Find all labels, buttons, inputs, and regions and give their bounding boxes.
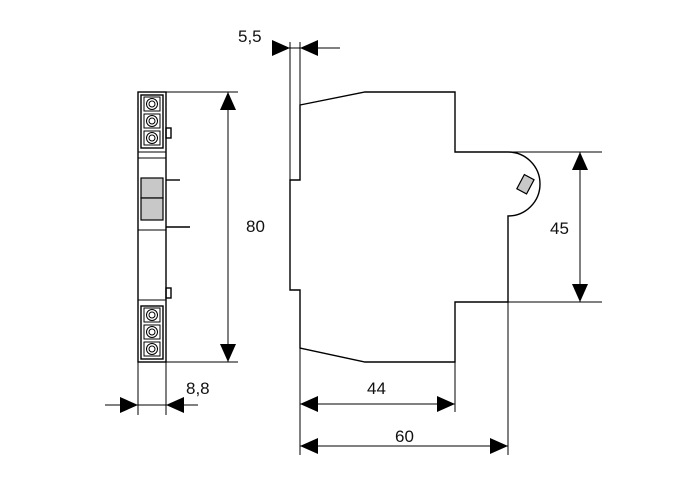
arrow-depth-total-left	[300, 438, 318, 454]
side-clip-bottom	[165, 287, 172, 299]
depth-total-label: 60	[395, 427, 414, 446]
top-terminal-block	[140, 94, 164, 149]
arrow-step-top	[572, 152, 588, 170]
dimension-depth-front: 44	[299, 348, 456, 455]
front-view	[289, 91, 541, 363]
arrow-side-width-right	[166, 397, 184, 413]
dimension-gap: 5,5	[238, 27, 340, 180]
gap-width-label: 5,5	[238, 27, 262, 46]
front-body-outline	[289, 91, 541, 363]
front-knob	[516, 173, 535, 195]
arrow-height-bottom	[220, 344, 236, 362]
side-view	[137, 91, 190, 363]
arrow-height-top	[220, 92, 236, 110]
dimension-height: 80	[166, 91, 265, 363]
side-switch-lower	[140, 197, 164, 221]
dimension-side-width: 8,8	[105, 362, 210, 415]
depth-front-label: 44	[367, 379, 386, 398]
bottom-terminal-block	[140, 305, 164, 360]
arrow-step-bottom	[572, 284, 588, 302]
arrow-gap-left	[272, 40, 290, 56]
dimension-step-height: 45	[508, 151, 602, 303]
height-label: 80	[246, 217, 265, 236]
dimension-depth-total: 60	[300, 302, 509, 455]
arrow-depth-total-right	[490, 438, 508, 454]
arrow-gap-right	[300, 40, 318, 56]
side-clip-top	[165, 127, 172, 139]
arrow-depth-front-right	[437, 396, 455, 412]
side-switch-upper	[140, 177, 164, 199]
side-width-label: 8,8	[186, 379, 210, 398]
arrow-side-width-left	[120, 397, 138, 413]
arrow-depth-front-left	[300, 396, 318, 412]
step-height-label: 45	[550, 219, 569, 238]
